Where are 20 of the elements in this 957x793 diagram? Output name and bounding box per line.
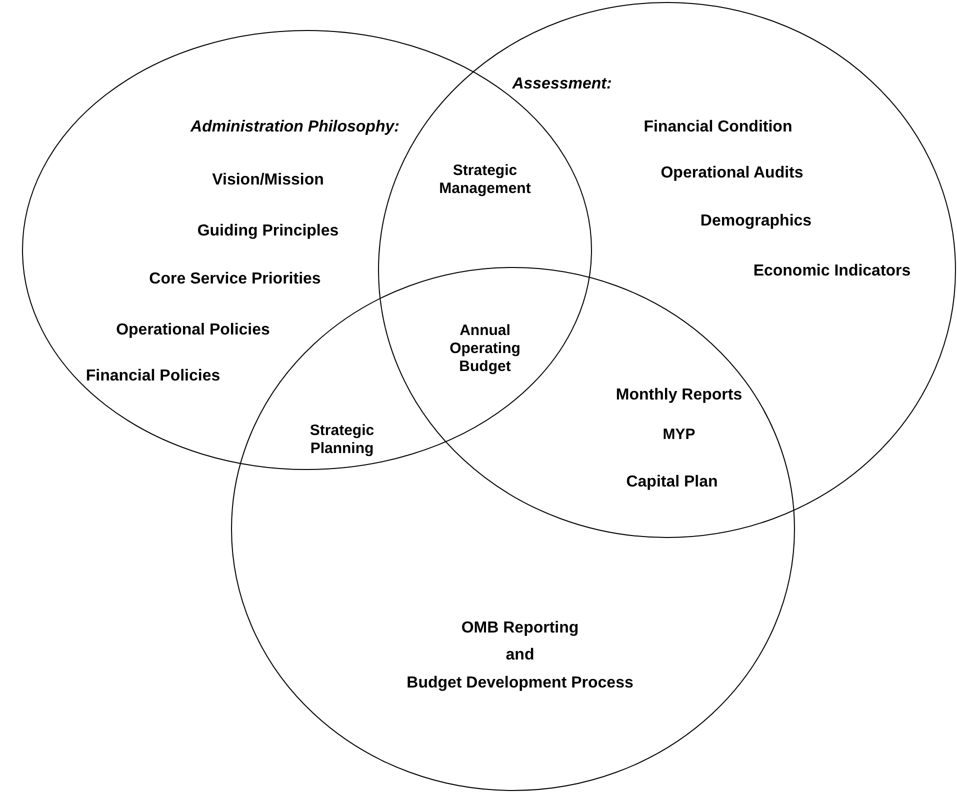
topic-label: Demographics <box>700 211 812 231</box>
topic-label: Budget Development Process <box>406 673 634 693</box>
overlap-label: MYP <box>662 426 696 444</box>
section-heading: Assessment: <box>512 74 612 94</box>
topic-label: and <box>506 645 534 665</box>
topic-label: Economic Indicators <box>753 261 911 281</box>
overlap-label: Strategic Planning <box>308 422 376 458</box>
topic-label: Operational Audits <box>660 163 804 183</box>
overlap-label: Strategic Management <box>438 162 532 198</box>
section-heading: Administration Philosophy: <box>190 117 400 137</box>
topic-label: Financial Policies <box>86 366 220 386</box>
topic-label: OMB Reporting <box>461 618 579 638</box>
topic-label: Guiding Principles <box>197 221 339 241</box>
overlap-label: Capital Plan <box>626 472 718 492</box>
overlap-label: Annual Operating Budget <box>448 322 522 376</box>
topic-label: Core Service Priorities <box>149 269 321 289</box>
topic-label: Operational Policies <box>116 320 270 340</box>
topic-label: Vision/Mission <box>212 170 324 190</box>
topic-label: Financial Condition <box>644 117 792 137</box>
overlap-label: Monthly Reports <box>616 385 742 405</box>
